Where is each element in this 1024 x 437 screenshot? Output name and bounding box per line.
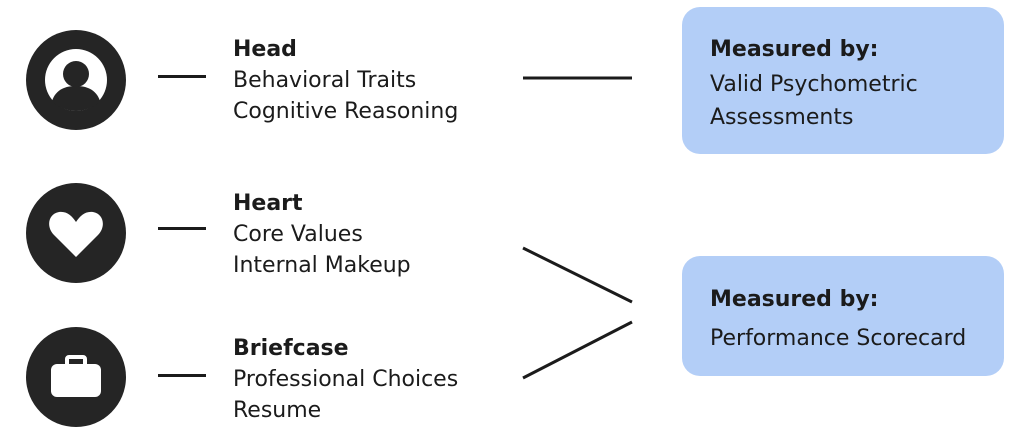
- person-icon: [26, 30, 126, 130]
- scorecard-box-line-1: Performance Scorecard: [710, 326, 967, 351]
- briefcase-dash: [158, 374, 206, 377]
- scorecard-box-title: Measured by:: [710, 287, 879, 312]
- briefcase-title: Briefcase: [233, 336, 349, 361]
- person-icon-graphic: [45, 49, 107, 111]
- heart-line-2: Internal Makeup: [233, 253, 411, 278]
- briefcase-icon-graphic: [51, 355, 101, 397]
- briefcase-line-2: Resume: [233, 398, 322, 423]
- head-title: Head: [233, 37, 297, 62]
- heart-icon-graphic: [49, 211, 103, 257]
- briefcase-block: Briefcase Professional Choices Resume: [233, 333, 458, 426]
- head-dash: [158, 75, 206, 78]
- heart-connector: [522, 246, 633, 304]
- briefcase-line-1: Professional Choices: [233, 367, 459, 392]
- briefcase-icon: [26, 327, 126, 427]
- psychometric-box-line-1: Valid Psychometric: [710, 72, 918, 97]
- scorecard-box: Measured by: Performance Scorecard: [682, 256, 1004, 376]
- heart-title: Heart: [233, 191, 303, 216]
- psychometric-box-title: Measured by:: [710, 37, 879, 62]
- head-line-1: Behavioral Traits: [233, 68, 417, 93]
- heart-block: Heart Core Values Internal Makeup: [233, 188, 411, 281]
- heart-line-1: Core Values: [233, 222, 363, 247]
- heart-dash: [158, 227, 206, 230]
- psychometric-box: Measured by: Valid Psychometric Assessme…: [682, 7, 1004, 154]
- briefcase-connector: [522, 320, 633, 380]
- heart-icon: [26, 183, 126, 283]
- head-block: Head Behavioral Traits Cognitive Reasoni…: [233, 34, 458, 127]
- psychometric-box-line-2: Assessments: [710, 105, 854, 130]
- head-line-2: Cognitive Reasoning: [233, 99, 459, 124]
